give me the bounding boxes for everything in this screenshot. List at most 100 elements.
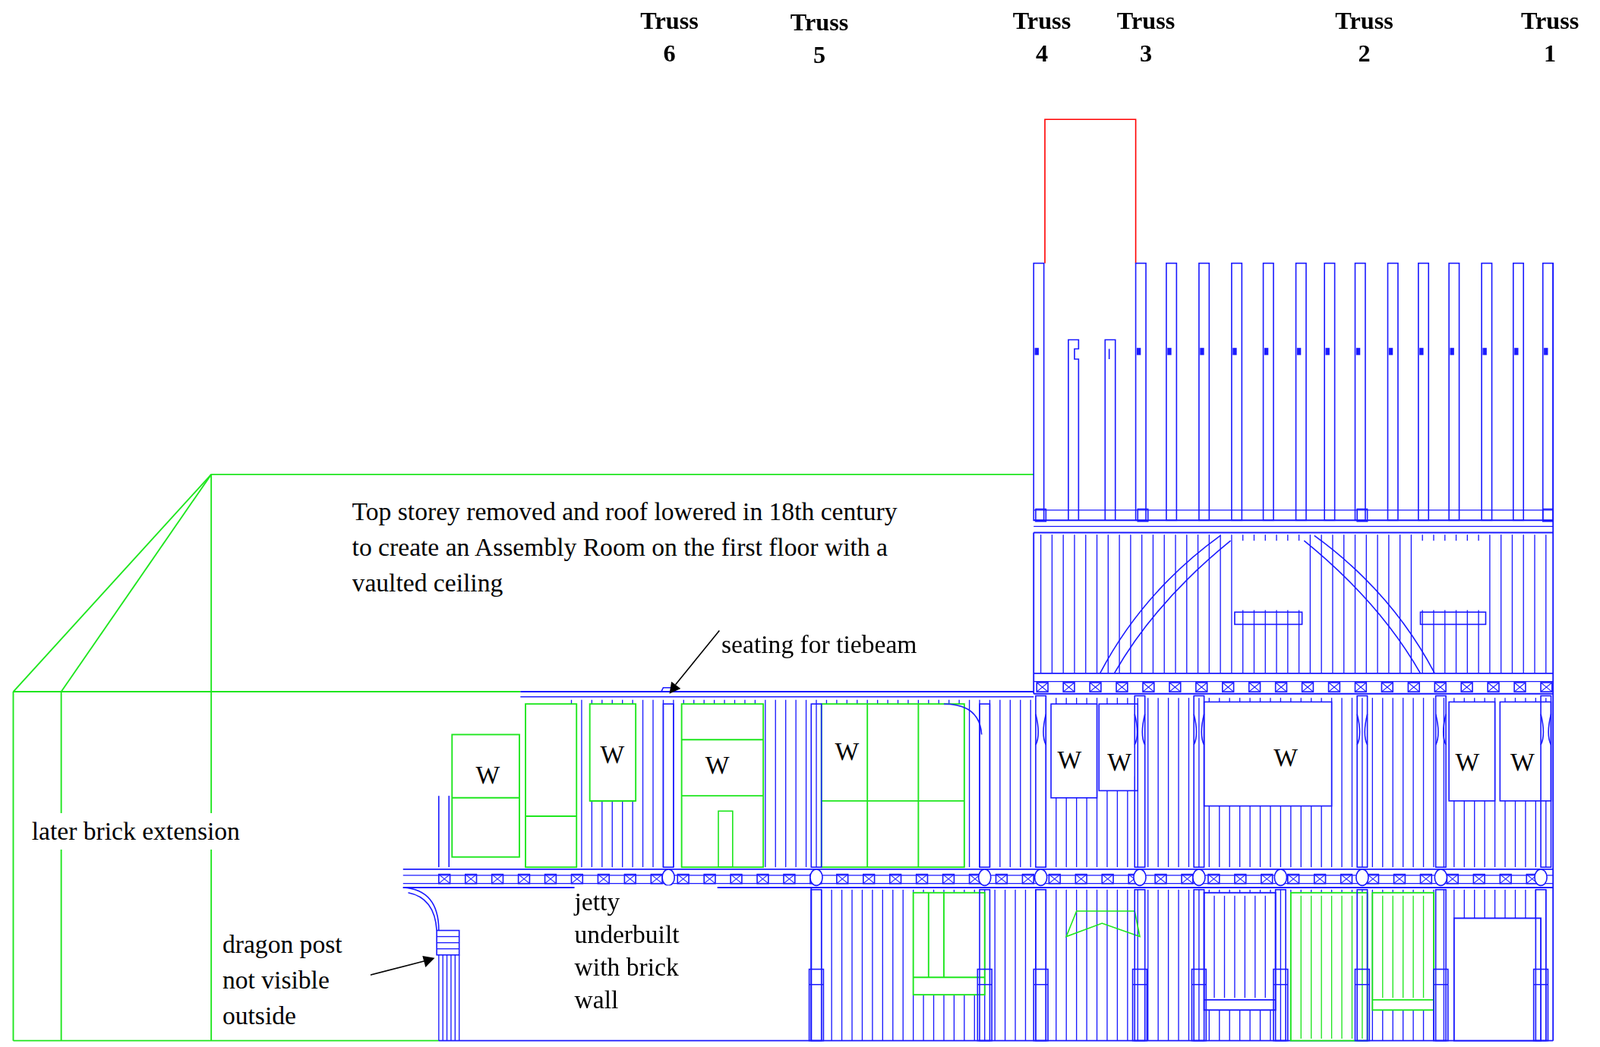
post-knob [1274, 869, 1287, 887]
joist-end [1487, 682, 1500, 692]
window-opening [1420, 540, 1487, 610]
truss-post [1435, 695, 1446, 868]
green-line [866, 703, 868, 868]
plate [1033, 519, 1553, 521]
joist-end [1036, 682, 1048, 692]
joist-end [889, 874, 902, 884]
stud [1219, 534, 1221, 674]
joist-end [1234, 874, 1247, 884]
window-opening [1232, 540, 1302, 610]
joist-end [1089, 682, 1102, 692]
ground-post [1275, 889, 1286, 1042]
stud [1167, 889, 1169, 1042]
post-knob [810, 869, 823, 887]
joist-end [1394, 874, 1406, 884]
stud [1489, 534, 1490, 674]
stud [1265, 896, 1266, 998]
joist-end [1089, 682, 1102, 692]
roof-stud [1296, 263, 1307, 521]
joist-end [624, 874, 636, 884]
roof-stud [1388, 263, 1399, 521]
ground-post [979, 889, 990, 1042]
ground-opening [1454, 918, 1541, 1041]
peg [1482, 347, 1487, 355]
joist-end [1514, 682, 1526, 692]
stud [1412, 697, 1414, 868]
joist-end [1181, 874, 1193, 884]
joist-end [1142, 682, 1155, 692]
joist-end [492, 874, 504, 884]
stud [1085, 889, 1087, 1042]
fireplace [1066, 911, 1140, 938]
joist-end [1048, 874, 1061, 884]
stud [1320, 889, 1322, 1042]
stud [1423, 697, 1424, 868]
extension-wall [60, 691, 63, 1042]
joist-end [1487, 682, 1500, 692]
roof-stud [1033, 263, 1044, 521]
extension-eaves [12, 691, 521, 693]
joist-end [943, 874, 955, 884]
chimney [1044, 119, 1137, 263]
stud [1331, 889, 1332, 1042]
stud [1177, 889, 1179, 1042]
peg [1388, 347, 1393, 355]
joist-end [438, 874, 451, 884]
brace [1303, 535, 1435, 673]
truss-label: Truss 2 [1334, 3, 1393, 70]
post-head [1137, 509, 1148, 522]
green-window [821, 703, 965, 868]
peg [1167, 347, 1171, 355]
stud [1399, 534, 1401, 674]
joist-end [1075, 874, 1087, 884]
extension-roof [61, 474, 212, 692]
peg [1264, 347, 1269, 355]
stud [871, 889, 873, 1042]
joist-end [889, 874, 902, 884]
green-line [943, 893, 945, 979]
joist-end [1461, 682, 1473, 692]
joist-end [1394, 874, 1406, 884]
joist-end [1089, 682, 1102, 692]
stud [642, 700, 644, 868]
joist-end [1314, 874, 1326, 884]
ground-opening [1290, 893, 1368, 1042]
dragon-bracket [403, 887, 439, 931]
stud [1533, 534, 1535, 674]
joist-end [1407, 682, 1420, 692]
roof-stud [1355, 263, 1366, 521]
stud [943, 889, 944, 1042]
stud [1376, 534, 1378, 674]
joist-end [1341, 874, 1353, 884]
window [1050, 703, 1097, 799]
stud [450, 955, 452, 1042]
stud [1341, 697, 1342, 868]
post [438, 795, 440, 868]
stud [1511, 534, 1513, 674]
joist-end [1036, 682, 1048, 692]
joist-end [943, 874, 955, 884]
joist-end [1261, 874, 1273, 884]
green-line [927, 893, 930, 979]
joist-end [783, 874, 796, 884]
corner-post [1032, 532, 1035, 694]
stud [1040, 534, 1042, 674]
stud [1186, 534, 1187, 674]
green-line [1372, 999, 1434, 1001]
ground-line [438, 1040, 1553, 1042]
stud [994, 889, 995, 1042]
stud [1025, 889, 1026, 1042]
post-knob [1534, 869, 1547, 887]
jetty-beam [403, 874, 1553, 876]
peg [1199, 347, 1204, 355]
post-base [1355, 969, 1370, 1042]
ground-opening [1372, 893, 1434, 1011]
stud [1392, 896, 1394, 998]
joist-end [1302, 682, 1314, 692]
stud [1280, 889, 1282, 1042]
stud [1343, 534, 1345, 674]
joist-end [1355, 682, 1367, 692]
joist-end [1275, 682, 1288, 692]
stud [1402, 889, 1404, 1042]
window-mark: W [1271, 744, 1301, 774]
